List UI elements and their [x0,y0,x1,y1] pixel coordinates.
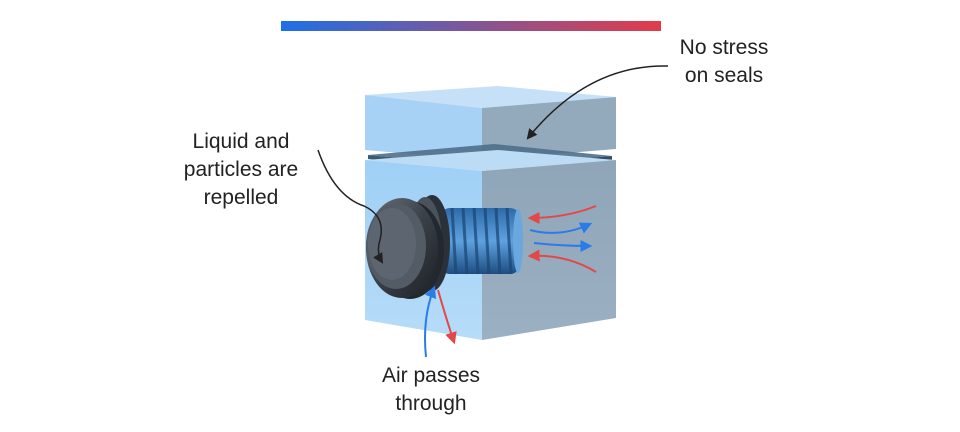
air-flow-arrows [424,205,597,358]
air-out-arrow [527,249,597,273]
repelled-line1: Liquid and [192,130,290,153]
air-in-arrow [529,222,593,234]
air-line2: through [395,392,467,415]
no-stress-line1: No stress [679,36,769,59]
air-passes-label: Air passes through [366,362,496,418]
upper-block [365,86,616,160]
air-out-arrow [527,205,597,224]
air-in-arrow [533,239,593,252]
repelled-line2: particles are [183,158,299,181]
air-line1: Air passes [381,364,481,387]
air-in-arrow [424,285,437,358]
no-stress-line2: on seals [684,64,764,87]
repelled-line3: repelled [203,186,279,209]
repelled-label: Liquid and particles are repelled [168,128,314,212]
no-stress-callout-arrow [526,65,669,140]
breather-vent-icon [366,195,523,299]
air-out-arrow [437,289,457,345]
gradient-bar [281,21,661,31]
no-stress-label: No stress on seals [668,34,780,90]
repelled-callout-arrow [317,149,384,264]
